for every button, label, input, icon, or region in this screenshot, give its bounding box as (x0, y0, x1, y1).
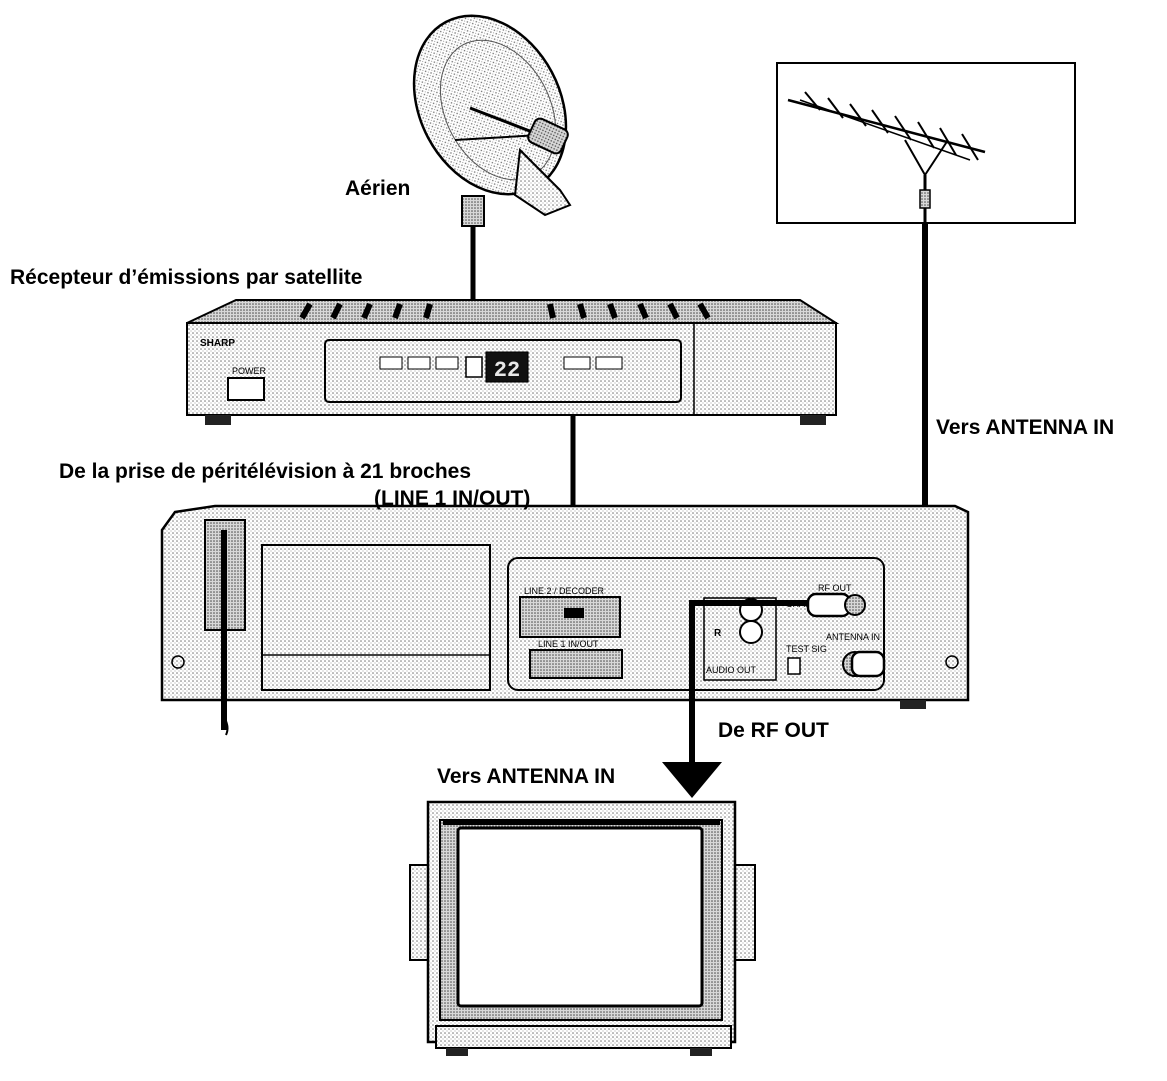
receiver-display: 22 (494, 358, 520, 383)
antenna-in-label: ANTENNA IN (826, 632, 880, 642)
receiver-brand: SHARP (200, 338, 235, 349)
aerial-label: Aérien (345, 177, 411, 200)
television-unit (409, 800, 756, 1056)
test-sig-label: TEST SIG (786, 644, 827, 654)
antenna-in-tv-label: Vers ANTENNA IN (437, 765, 616, 788)
scart-label-line1: De la prise de péritélévision à 21 broch… (59, 460, 472, 483)
rf-cable (689, 600, 808, 762)
rf-out-label: RF OUT (818, 583, 852, 593)
line1-label: LINE 1 IN/OUT (538, 639, 599, 649)
rf-arrow (662, 762, 722, 798)
line2-label: LINE 2 / DECODER (524, 586, 605, 596)
audio-r-label: R (714, 628, 722, 639)
rf-out-label-text: De RF OUT (718, 719, 829, 742)
receiver-power-label: POWER (232, 366, 267, 376)
antenna-in-right-label: Vers ANTENNA IN (936, 416, 1115, 439)
tv-antenna-icon (776, 62, 1076, 224)
satellite-dish-icon (412, 14, 572, 227)
scart-label-line2: (LINE 1 IN/OUT) (374, 487, 531, 510)
vcr-rear-panel: LINE 2 / DECODER LINE 1 IN/OUT R AUDIO O… (160, 504, 970, 736)
satellite-receiver-unit: 22 SHARP POWER (186, 299, 840, 425)
satellite-receiver-label: Récepteur d’émissions par satellite (10, 266, 363, 289)
audio-out-label: AUDIO OUT (706, 665, 757, 675)
